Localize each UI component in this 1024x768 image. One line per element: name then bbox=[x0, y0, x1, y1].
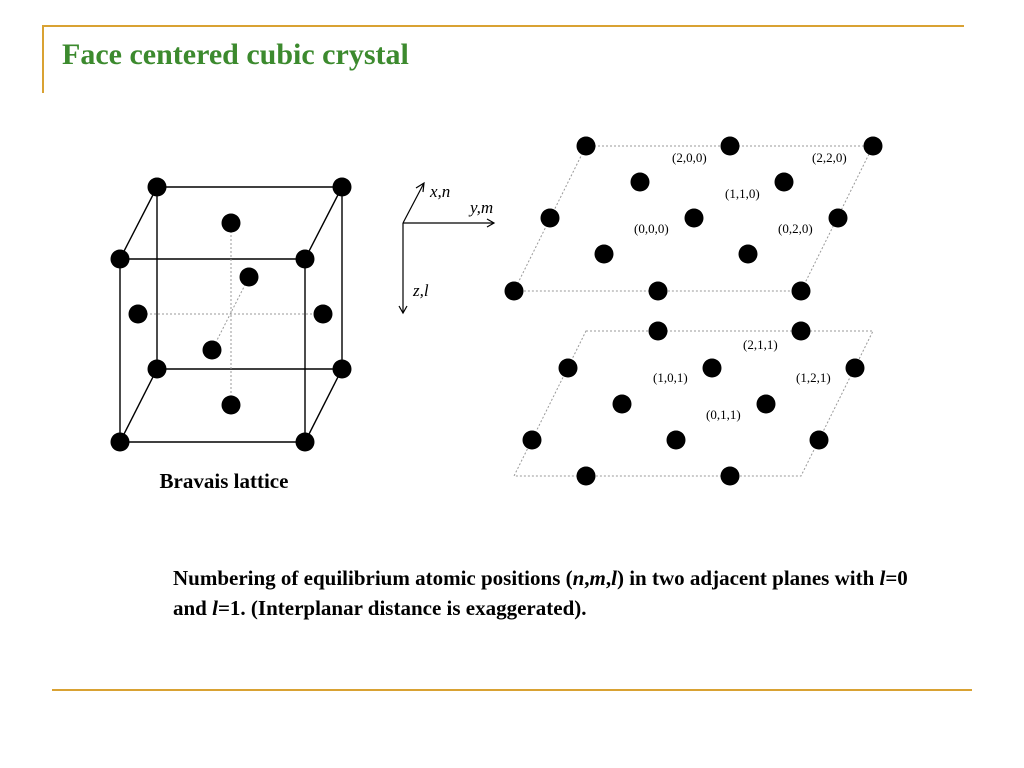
atom bbox=[221, 213, 241, 233]
top-rule bbox=[42, 25, 964, 27]
position-label: (2,0,0) bbox=[672, 150, 707, 165]
caption-var-l: l bbox=[611, 566, 617, 590]
atom bbox=[738, 244, 758, 264]
position-label: (2,1,1) bbox=[743, 337, 778, 352]
caption-text: ) in two adjacent planes with bbox=[616, 566, 880, 590]
atom bbox=[221, 395, 241, 415]
atom bbox=[720, 136, 740, 156]
position-label: (0,1,1) bbox=[706, 407, 741, 422]
position-label: (1,1,0) bbox=[725, 186, 760, 201]
cube-atoms bbox=[110, 177, 352, 452]
atom bbox=[666, 430, 686, 450]
cube-edge bbox=[304, 368, 343, 443]
atom bbox=[202, 340, 222, 360]
atom bbox=[128, 304, 148, 324]
x-axis-label: x,n bbox=[429, 182, 450, 201]
atom bbox=[648, 281, 668, 301]
position-label: (1,2,1) bbox=[796, 370, 831, 385]
atom bbox=[791, 321, 811, 341]
position-label: (0,2,0) bbox=[778, 221, 813, 236]
plane-bottom-atoms bbox=[522, 321, 865, 486]
atom bbox=[504, 281, 524, 301]
cube-edge bbox=[119, 186, 158, 260]
caption-text: , bbox=[605, 566, 612, 590]
atom bbox=[828, 208, 848, 228]
atom bbox=[540, 208, 560, 228]
atom bbox=[295, 249, 315, 269]
atom bbox=[594, 244, 614, 264]
fcc-cube bbox=[119, 186, 343, 443]
atom bbox=[863, 136, 883, 156]
caption-text: =0 and bbox=[173, 566, 908, 620]
cube-guides bbox=[138, 223, 323, 405]
plane-top-atoms bbox=[504, 136, 883, 301]
lattice-label: Bravais lattice bbox=[160, 469, 289, 493]
position-label: (1,0,1) bbox=[653, 370, 688, 385]
caption-var-n: n bbox=[572, 566, 585, 590]
bottom-rule bbox=[52, 689, 972, 691]
atom bbox=[558, 358, 578, 378]
atom bbox=[845, 358, 865, 378]
atom bbox=[630, 172, 650, 192]
z-axis-arrow bbox=[398, 305, 408, 315]
atom bbox=[522, 430, 542, 450]
coordinate-axes bbox=[398, 181, 496, 315]
atom bbox=[110, 249, 130, 269]
caption-var-m: m bbox=[589, 566, 606, 590]
y-axis-arrow bbox=[486, 218, 496, 228]
atom bbox=[147, 359, 167, 379]
slide-title: Face centered cubic crystal bbox=[62, 38, 409, 71]
atom bbox=[147, 177, 167, 197]
plane-bottom-outline bbox=[513, 330, 874, 477]
atom bbox=[295, 432, 315, 452]
atom bbox=[110, 432, 130, 452]
caption-text: =1. (Interplanar distance is exaggerated… bbox=[217, 596, 587, 620]
atom bbox=[684, 208, 704, 228]
cube-edge bbox=[119, 368, 158, 443]
caption-var-l: l bbox=[212, 596, 218, 620]
position-label: (2,2,0) bbox=[812, 150, 847, 165]
atom bbox=[774, 172, 794, 192]
atom bbox=[720, 466, 740, 486]
atom bbox=[756, 394, 776, 414]
caption-text: , bbox=[584, 566, 590, 590]
x-axis bbox=[402, 182, 425, 224]
z-axis-label: z,l bbox=[412, 281, 429, 300]
atom bbox=[576, 466, 596, 486]
caption: Numbering of equilibrium atomic position… bbox=[173, 563, 933, 623]
caption-var-l: l bbox=[879, 566, 886, 590]
position-label: (0,0,0) bbox=[634, 221, 669, 236]
x-axis-arrow bbox=[415, 181, 425, 193]
atom bbox=[648, 321, 668, 341]
atom bbox=[791, 281, 811, 301]
atom bbox=[809, 430, 829, 450]
atom bbox=[313, 304, 333, 324]
y-axis-label: y,m bbox=[468, 198, 493, 217]
atom bbox=[239, 267, 259, 287]
caption-text: Numbering of equilibrium atomic position… bbox=[173, 566, 573, 590]
side-rule bbox=[42, 25, 44, 93]
atom bbox=[702, 358, 722, 378]
cube-guide-line bbox=[211, 276, 250, 351]
cube-edge bbox=[304, 186, 343, 260]
atom bbox=[576, 136, 596, 156]
atom bbox=[332, 359, 352, 379]
atom bbox=[612, 394, 632, 414]
atom bbox=[332, 177, 352, 197]
